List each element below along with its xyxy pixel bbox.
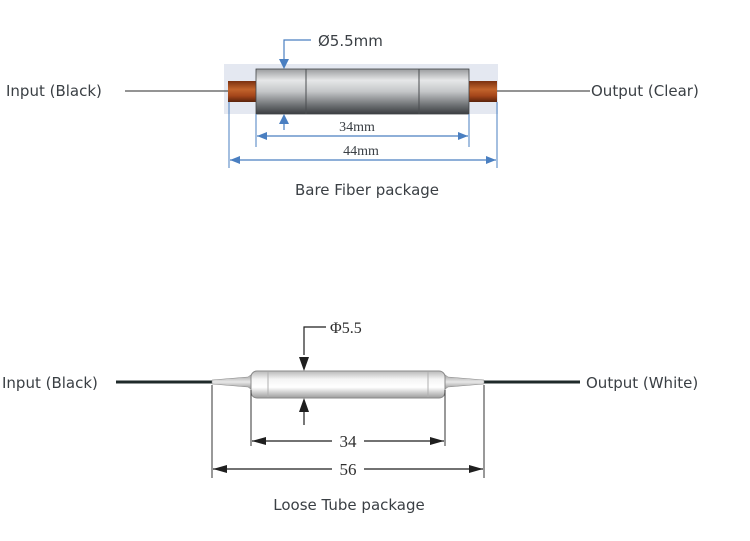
output-label: Output (Clear) xyxy=(591,82,699,100)
diameter-label: Ø5.5mm xyxy=(318,32,383,50)
body-length-label: 34 xyxy=(340,432,358,451)
output-taper-boot xyxy=(443,373,485,391)
diameter-arrow-up xyxy=(299,398,309,412)
total-length-label: 44mm xyxy=(343,144,379,159)
diameter-arrow-up xyxy=(279,114,289,124)
output-label: Output (White) xyxy=(586,374,698,392)
package-caption: Bare Fiber package xyxy=(295,181,439,199)
diameter-leader xyxy=(283,39,311,62)
diameter-arrow-down xyxy=(299,357,309,371)
diameter-label: Φ5.5 xyxy=(330,320,362,337)
diameter-arrow-down xyxy=(279,59,289,69)
input-taper-boot xyxy=(211,373,253,391)
package-caption: Loose Tube package xyxy=(273,496,425,514)
input-label: Input (Black) xyxy=(2,374,98,392)
input-boot xyxy=(228,81,256,102)
input-label: Input (Black) xyxy=(6,82,102,100)
output-boot xyxy=(469,81,497,102)
total-length-label: 56 xyxy=(340,460,357,479)
tube-housing xyxy=(250,370,446,399)
diameter-leader xyxy=(303,326,326,355)
body-length-label: 34mm xyxy=(339,120,375,135)
bare-fiber-package: Ø5.5mm 34mm 44mm Input (Black) Output (C… xyxy=(6,32,699,199)
metal-housing xyxy=(255,68,470,115)
loose-tube-package: Φ5.5 34 56 Input (Black) Output (White) … xyxy=(2,320,698,514)
